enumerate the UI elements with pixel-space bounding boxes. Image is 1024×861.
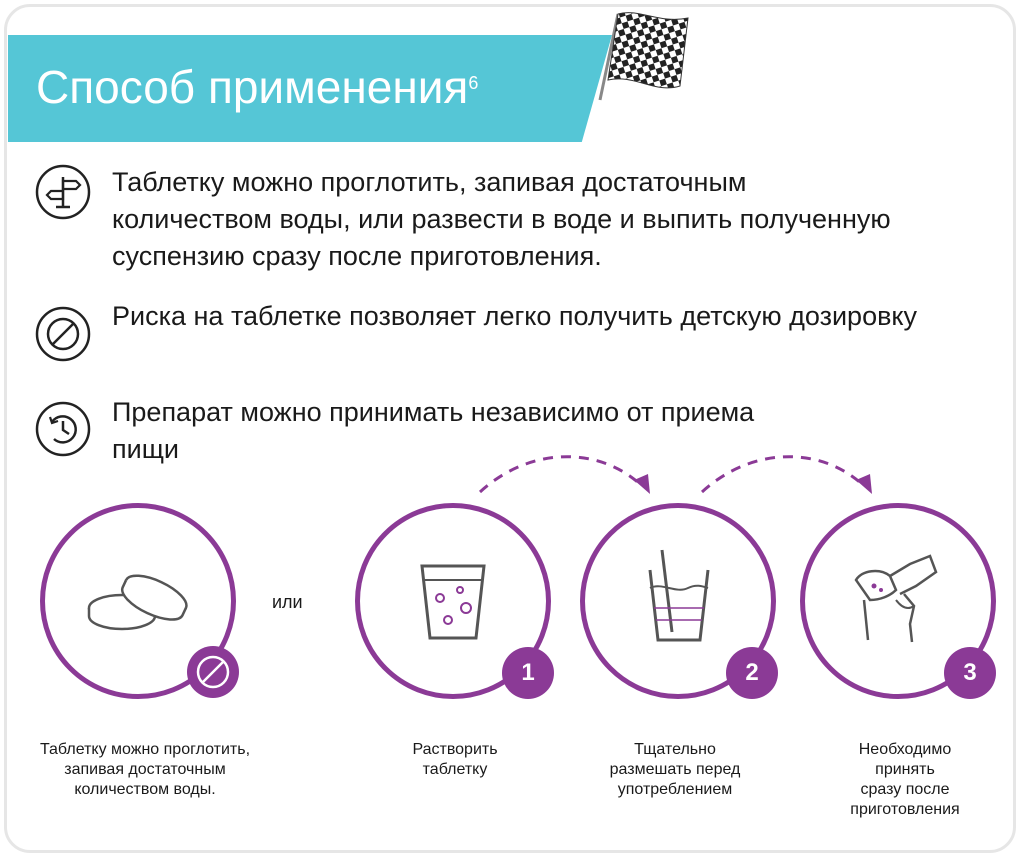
step-2-circle	[580, 503, 776, 699]
dashed-arrows	[478, 455, 872, 494]
page-title: Способ применения6	[36, 61, 479, 113]
footnote-marker: 6	[468, 73, 479, 93]
hand-holding-cup-icon	[854, 554, 938, 643]
checkered-flag-icon	[598, 12, 689, 101]
signpost-icon	[35, 164, 91, 220]
glass-with-straw-icon	[648, 549, 710, 642]
glass-with-bubbles-icon	[420, 564, 486, 640]
step-1-caption: Растворить таблетку	[412, 741, 498, 778]
header-banner	[8, 35, 612, 142]
step-3-caption: Необходимо принять сразу после приготовл…	[850, 741, 960, 818]
tablets-icon	[87, 574, 188, 631]
bullet-text: Риска на таблетке позволяет легко получи…	[112, 301, 918, 331]
bullet-text: Таблетку можно проглотить, запивая доста…	[112, 167, 891, 271]
card-frame	[4, 4, 1016, 853]
bullet-text: Препарат можно принимать независимо от п…	[112, 397, 755, 464]
swallow-caption: Таблетку можно проглотить, запивая доста…	[39, 741, 251, 798]
swallow-circle	[40, 503, 236, 699]
step-2-caption: Тщательно размешать перед употреблением	[609, 741, 741, 798]
step-3-badge: 3	[944, 647, 996, 699]
step-3-circle	[800, 503, 996, 699]
scored-tablet-badge-icon	[187, 646, 239, 698]
scored-tablet-icon	[35, 306, 91, 362]
step-1-circle	[355, 503, 551, 699]
step-2-badge: 2	[726, 647, 778, 699]
step-1-badge: 1	[502, 647, 554, 699]
or-label: или	[272, 592, 303, 612]
clock-icon	[35, 401, 91, 457]
